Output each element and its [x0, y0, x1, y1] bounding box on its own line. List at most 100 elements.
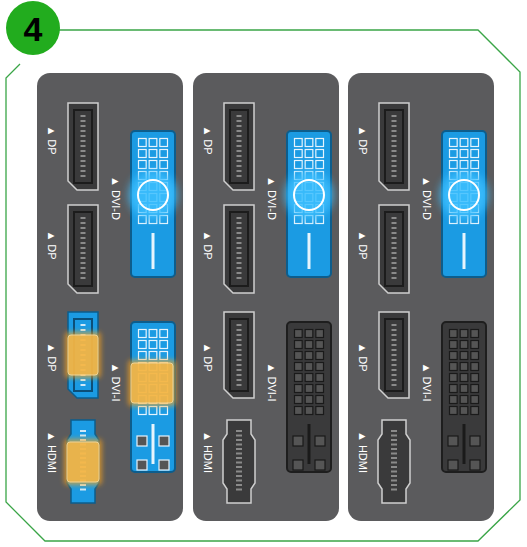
dvi-pin — [471, 161, 479, 169]
dvi-pin — [450, 150, 458, 158]
dvi-pin — [460, 150, 468, 158]
dvi-pin — [460, 352, 468, 360]
dvi-pin — [305, 407, 313, 415]
dvi-pin — [149, 161, 157, 169]
dvi-d-label: ▲ DVI-D — [421, 176, 433, 220]
dvi-blade — [308, 233, 311, 269]
displayport-port — [68, 103, 98, 190]
dvi-pin — [450, 341, 458, 349]
dvi-pin — [450, 385, 458, 393]
step-number: 4 — [24, 12, 43, 46]
dvi-i-label: ▲ DVI-I — [110, 363, 122, 402]
glow-ring — [138, 180, 168, 210]
dvi-pin — [316, 139, 324, 147]
dvi-pin — [295, 139, 303, 147]
dvi-pin — [316, 363, 324, 371]
panel — [37, 73, 183, 521]
dvi-pin — [316, 150, 324, 158]
dvi-pin — [149, 150, 157, 158]
dvi-pin — [316, 396, 324, 404]
dp-label: ▲ DP — [202, 342, 214, 371]
dvi-pin — [149, 352, 157, 360]
dvi-pin — [160, 352, 168, 360]
dvi-port — [287, 322, 331, 472]
highlight-glow — [128, 360, 176, 406]
port-pins — [391, 430, 397, 493]
dvi-pin — [448, 436, 458, 446]
dp-label: ▲ DP — [357, 342, 369, 371]
highlight-glow — [65, 332, 101, 378]
dp-label: ▲ DP — [357, 125, 369, 154]
dvi-pin — [471, 385, 479, 393]
dvi-pin — [137, 436, 147, 446]
glow-marker — [440, 171, 488, 219]
dvi-pin — [315, 436, 325, 446]
dvi-blade — [463, 424, 466, 464]
dvi-pin — [149, 330, 157, 338]
dvi-pin — [160, 407, 168, 415]
displayport-port — [224, 103, 254, 190]
dvi-pin — [450, 161, 458, 169]
glow-marker — [129, 171, 177, 219]
dp-label: ▲ DP — [357, 230, 369, 259]
dvi-pin — [305, 341, 313, 349]
dvi-pin — [305, 396, 313, 404]
displayport-port — [68, 312, 98, 398]
dvi-pin — [460, 385, 468, 393]
dvi-i-label: ▲ DVI-I — [266, 363, 278, 402]
dvi-pin — [160, 161, 168, 169]
displayport-port — [379, 312, 409, 398]
dvi-pin — [316, 374, 324, 382]
dvi-pin — [139, 341, 147, 349]
dvi-pin — [316, 341, 324, 349]
highlight-marker — [67, 442, 99, 482]
dvi-pin — [305, 161, 313, 169]
highlight-marker — [68, 335, 98, 375]
dvi-pin — [295, 385, 303, 393]
port-pins — [392, 324, 397, 386]
dvi-pin — [471, 139, 479, 147]
hdmi-port — [67, 420, 99, 503]
dvi-pin — [316, 161, 324, 169]
dvi-pin — [471, 374, 479, 382]
dvi-pin — [450, 139, 458, 147]
dvi-pin — [460, 374, 468, 382]
dvi-d-label: ▲ DVI-D — [110, 176, 122, 220]
dvi-pin — [450, 330, 458, 338]
dvi-pin — [448, 460, 458, 470]
dvi-pin — [470, 436, 480, 446]
dvi-pin — [139, 407, 147, 415]
dvi-pin — [460, 396, 468, 404]
dvi-pin — [315, 460, 325, 470]
dvi-pin — [305, 352, 313, 360]
port-slot — [74, 110, 92, 183]
dvi-pin — [470, 460, 480, 470]
dvi-pin — [450, 363, 458, 371]
displayport-port — [379, 205, 409, 293]
dvi-pin — [139, 330, 147, 338]
dvi-pin — [460, 330, 468, 338]
dvi-blade — [308, 424, 311, 464]
dp-label: ▲ DP — [202, 230, 214, 259]
dvi-port — [442, 322, 486, 472]
port-slot — [385, 319, 403, 391]
dvi-pin — [450, 352, 458, 360]
dvi-pin — [295, 407, 303, 415]
dvi-pin — [460, 139, 468, 147]
dvi-pin — [305, 374, 313, 382]
port-pins — [81, 217, 86, 281]
port-slot — [230, 212, 248, 286]
dvi-pin — [295, 352, 303, 360]
dvi-pin — [295, 341, 303, 349]
port-slot — [385, 212, 403, 286]
dvi-pin — [305, 150, 313, 158]
hdmi-port — [378, 420, 410, 503]
step-badge — [6, 1, 60, 55]
port-pins — [236, 430, 242, 493]
dvi-pin — [316, 385, 324, 393]
dvi-pin — [460, 407, 468, 415]
port-pins — [392, 217, 397, 281]
panel — [348, 73, 494, 521]
dvi-pin — [160, 341, 168, 349]
